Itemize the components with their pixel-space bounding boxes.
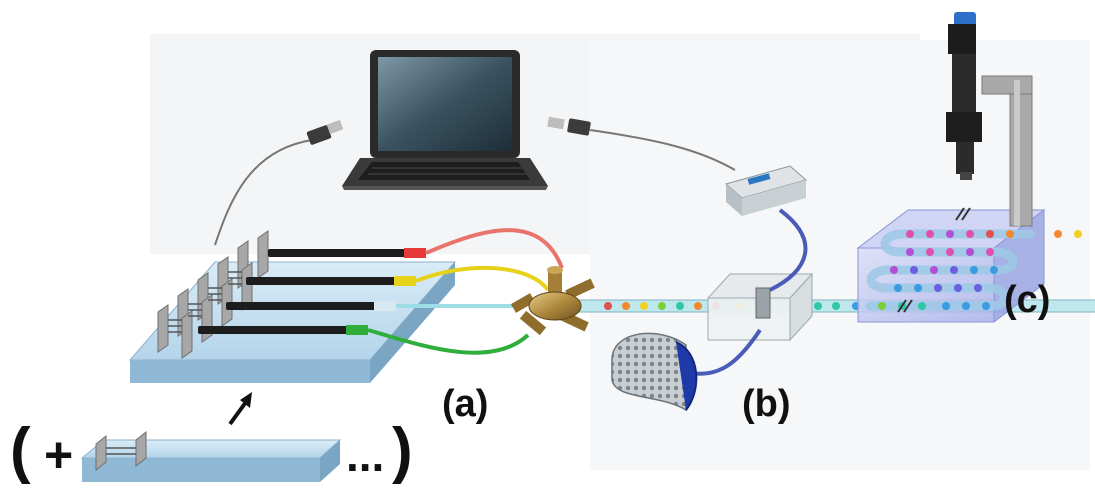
serpentine-channel (865, 229, 1035, 311)
light-source-icon (611, 332, 698, 412)
label-a: (a) (442, 383, 489, 425)
spectrometer-icon (724, 165, 808, 216)
syringe-green (198, 325, 368, 335)
syringe-yellow (246, 276, 416, 286)
camera-stand (981, 75, 1033, 227)
usb-connector-icon (547, 116, 591, 136)
detection-cell (706, 272, 814, 342)
tubing-red (425, 228, 564, 269)
usb-cable-right (589, 129, 736, 171)
ellipsis: ... (346, 429, 385, 481)
syringe-red (268, 248, 426, 258)
open-paren: ( (10, 416, 31, 485)
usb-cable-left (214, 139, 313, 246)
manifold-icon (510, 266, 595, 336)
usb-connector-icon (306, 119, 344, 145)
laptop-icon (342, 50, 548, 190)
tubing-green (367, 328, 530, 355)
plus-sign: + (44, 427, 74, 483)
chip-break-marks (897, 207, 971, 313)
spare-syringe-pump (80, 430, 342, 482)
camera-icon (946, 12, 982, 180)
pump-springs (168, 271, 242, 333)
label-b: (b) (742, 383, 791, 425)
label-c: (c) (1004, 279, 1051, 321)
syringe-clear (226, 301, 396, 311)
close-paren: ) (392, 416, 413, 485)
tubing-yellow (415, 265, 550, 292)
arrow-icon (228, 392, 252, 426)
optical-fiber-top (769, 208, 808, 292)
